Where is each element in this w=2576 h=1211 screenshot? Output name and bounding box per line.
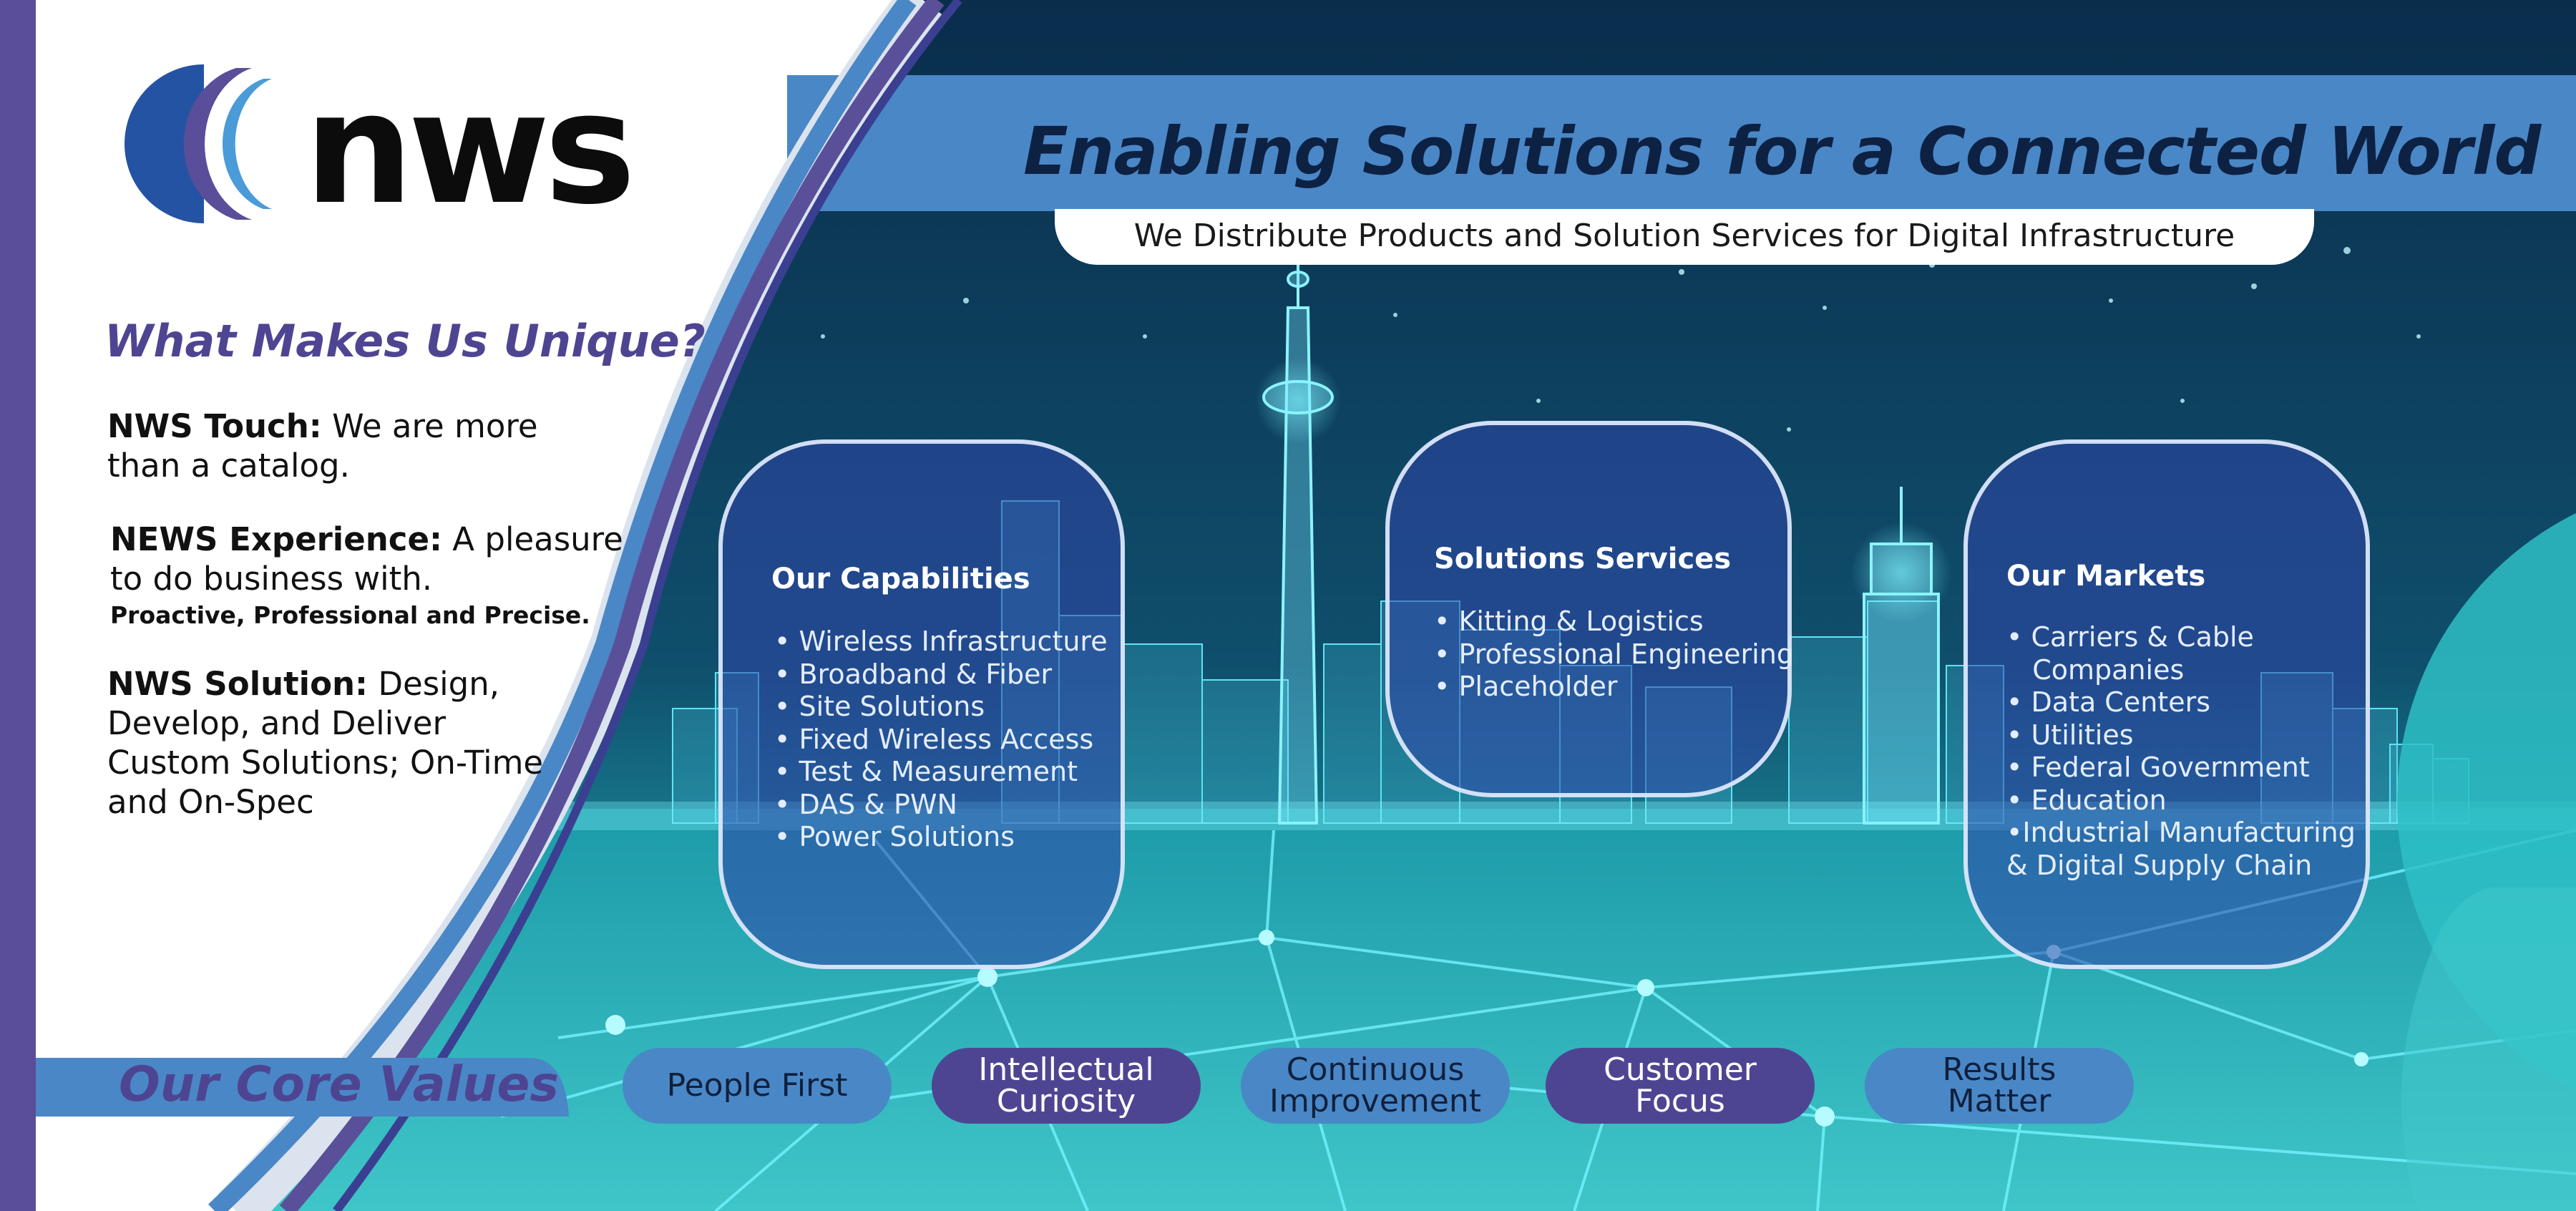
card-capabilities-title: Our Capabilities xyxy=(771,563,1030,595)
list-item: Companies xyxy=(2006,653,2185,686)
core-value-label: Intellectual Curiosity xyxy=(978,1051,1154,1119)
swoosh-blue xyxy=(208,0,917,1211)
card-capabilities-list: • Wireless Infrastructure • Broadband & … xyxy=(774,626,1108,854)
core-value-label: People First xyxy=(666,1067,848,1104)
list-item: • Carriers & Cable xyxy=(2006,621,2254,653)
nws-solution-paragraph: NWS Solution: Design, Develop, and Deliv… xyxy=(107,664,543,822)
list-item: • Test & Measurement xyxy=(774,756,1078,787)
list-item: • Kitting & Logistics xyxy=(1434,606,1704,637)
nws-solution-title: NWS Solution: xyxy=(107,665,369,703)
nws-touch-line1: We are more xyxy=(321,407,538,445)
subheadline-box: We Distribute Products and Solution Serv… xyxy=(1055,209,2314,265)
list-item: • DAS & PWN xyxy=(774,788,957,820)
card-markets-list: • Carriers & Cable Companies • Data Cent… xyxy=(2006,621,2356,882)
list-item: • Utilities xyxy=(2006,719,2134,751)
swoosh-purple xyxy=(279,0,945,1211)
card-markets: Our Markets • Carriers & Cable Companies… xyxy=(1963,439,2370,969)
core-value-intellectual-curiosity: Intellectual Curiosity xyxy=(932,1048,1201,1124)
news-experience-line1: A pleasure xyxy=(441,520,623,558)
list-item: • Power Solutions xyxy=(774,821,1015,852)
news-experience-paragraph: NEWS Experience: A pleasure to do busine… xyxy=(110,520,623,633)
nws-solution-line2: Develop, and Deliver xyxy=(107,704,446,742)
nws-solution-line4: and On-Spec xyxy=(107,783,314,821)
stars xyxy=(821,247,2421,432)
news-experience-title: NEWS Experience: xyxy=(110,520,442,558)
headline-band xyxy=(787,75,2576,211)
list-item: • Professional Engineering xyxy=(1434,638,1794,670)
unique-heading: What Makes Us Unique? xyxy=(104,315,706,367)
card-capabilities: Our Capabilities • Wireless Infrastructu… xyxy=(718,439,1125,969)
logo-mark xyxy=(125,64,272,223)
list-item: & Digital Supply Chain xyxy=(2006,849,2313,881)
list-item: • Site Solutions xyxy=(774,691,985,722)
list-item: • Federal Government xyxy=(2006,752,2310,783)
nws-solution-line3: Custom Solutions; On-Time xyxy=(107,744,544,782)
nws-touch-title: NWS Touch: xyxy=(107,407,322,445)
card-solutions-services: Solutions Services • Kitting & Logistics… xyxy=(1385,421,1794,797)
logo-wordmark: nws xyxy=(304,59,636,238)
core-value-results-matter: Results Matter xyxy=(1865,1048,2134,1124)
news-experience-line3: Proactive, Professional and Precise. xyxy=(110,601,590,629)
core-values-band xyxy=(36,1058,569,1117)
list-item: • Data Centers xyxy=(2006,686,2210,718)
core-value-people-first: People First xyxy=(623,1048,892,1124)
nws-touch-line2: than a catalog. xyxy=(107,447,350,485)
card-solutions-list: • Kitting & Logistics • Professional Eng… xyxy=(1434,606,1794,704)
subheadline: We Distribute Products and Solution Serv… xyxy=(1133,218,2235,254)
card-markets-title: Our Markets xyxy=(2006,560,2206,593)
list-item: •Industrial Manufacturing xyxy=(2006,817,2356,848)
nws-solution-line1: Design, xyxy=(368,665,500,703)
core-values-heading: Our Core Values xyxy=(119,1056,559,1113)
core-value-label: Customer Focus xyxy=(1604,1051,1757,1119)
core-value-customer-focus: Customer Focus xyxy=(1546,1048,1815,1124)
list-item: • Wireless Infrastructure xyxy=(774,626,1108,657)
swoosh-navy xyxy=(333,0,962,1211)
list-item: • Broadband & Fiber xyxy=(774,658,1053,690)
list-item: • Fixed Wireless Access xyxy=(774,723,1094,755)
left-accent-bar xyxy=(0,0,36,1211)
news-experience-line2: to do business with. xyxy=(110,560,433,598)
core-value-label: Continuous Improvement xyxy=(1269,1051,1481,1119)
card-solutions-title: Solutions Services xyxy=(1434,543,1732,575)
list-item: • Placeholder xyxy=(1434,671,1618,702)
headline: Enabling Solutions for a Connected World xyxy=(1023,113,2541,190)
core-value-label: Results Matter xyxy=(1942,1051,2057,1119)
nws-touch-paragraph: NWS Touch: We are more than a catalog. xyxy=(107,407,538,485)
core-value-continuous-improvement: Continuous Improvement xyxy=(1241,1048,1510,1124)
list-item: • Education xyxy=(2006,784,2167,816)
